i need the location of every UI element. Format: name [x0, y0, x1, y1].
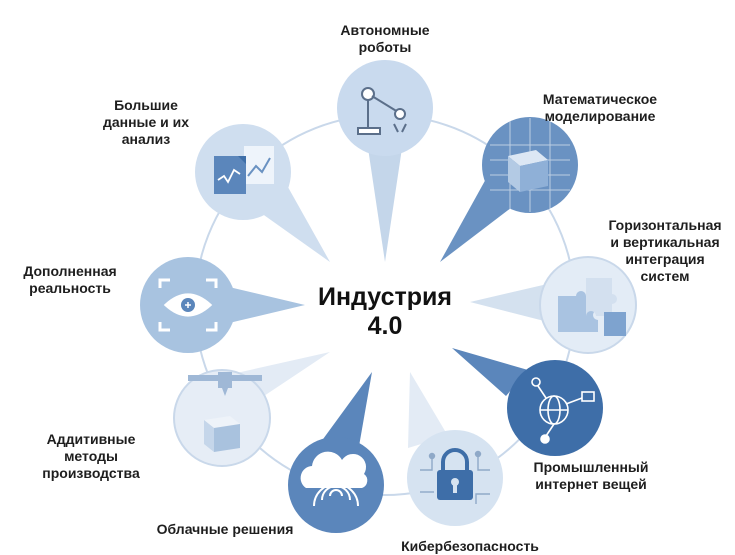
label-iot: Промышленный интернет вещей — [533, 459, 649, 492]
node-bigdata — [195, 124, 291, 220]
node-ar — [140, 257, 236, 353]
node-modeling — [482, 117, 578, 213]
robot-arm-icon — [357, 87, 407, 135]
pointer-ar — [212, 283, 305, 327]
circuit-lines — [420, 450, 490, 504]
pointer-robots — [365, 128, 405, 262]
label-cloud: Облачные решения — [156, 521, 294, 537]
label-modeling: Математическое моделирование — [542, 91, 658, 124]
label-additive: Аддитивные методы производства — [42, 431, 140, 481]
pointer-security — [408, 372, 448, 448]
puzzle-icon — [558, 278, 626, 336]
node-iot — [507, 360, 603, 456]
globe-network-icon — [531, 377, 595, 444]
node-security — [407, 430, 503, 526]
node-integration — [539, 256, 637, 354]
label-ar: Дополненная реальность — [23, 263, 117, 296]
padlock-circuit-icon — [437, 448, 473, 500]
pointer-cloud — [318, 372, 372, 452]
label-integration: Горизонтальная и вертикальная интеграция… — [608, 217, 722, 284]
pointer-integration — [470, 282, 560, 325]
eye-scan-icon — [158, 278, 218, 332]
label-robots: Автономные роботы — [340, 22, 430, 55]
data-chart-icon — [214, 146, 274, 194]
cube-icon — [508, 150, 548, 192]
node-cloud — [288, 437, 384, 533]
label-security: Кибербезопасность — [401, 538, 539, 554]
node-additive — [173, 369, 271, 467]
pointer-iot — [452, 348, 528, 396]
3d-printer-icon — [188, 372, 262, 452]
node-robots — [337, 60, 433, 156]
center-title: Индустрия 4.0 — [318, 283, 452, 340]
label-bigdata: Большие данные и их анализ — [102, 97, 190, 147]
cloud-icon — [300, 451, 368, 507]
pointers — [212, 128, 560, 452]
